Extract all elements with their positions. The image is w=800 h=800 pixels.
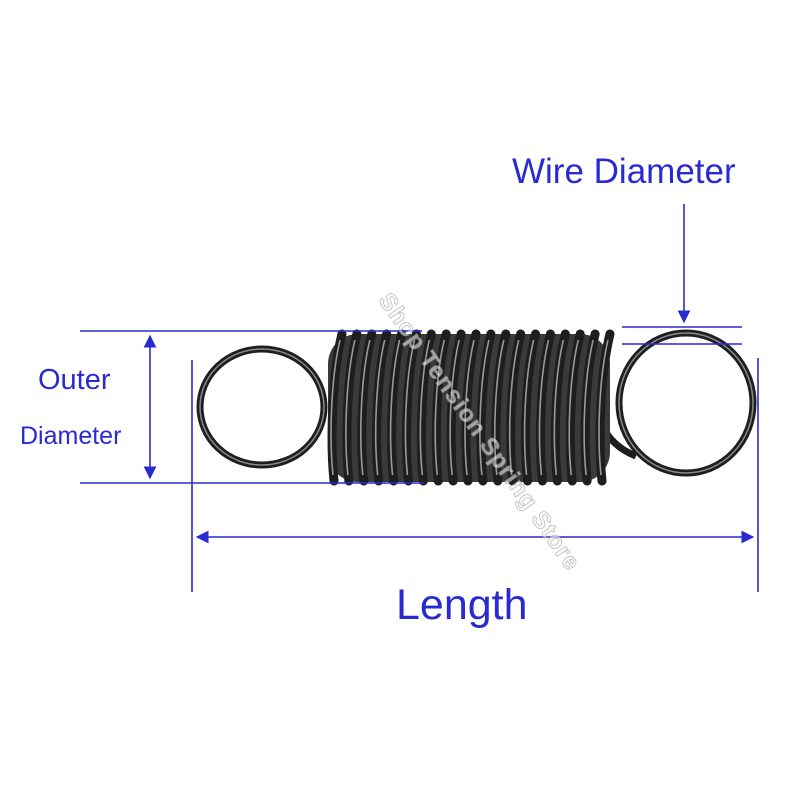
length-label: Length (396, 581, 528, 629)
coil-highlight (494, 339, 505, 476)
coil-highlight (464, 339, 475, 476)
coil-highlight (419, 339, 431, 476)
right-hook-ring-highlight (618, 332, 754, 474)
coil-highlight (330, 339, 341, 476)
coil-highlight (449, 339, 460, 476)
coil-highlight (508, 339, 520, 476)
coil-highlight (479, 339, 490, 476)
outer-diameter-label-line1: Outer (38, 364, 111, 396)
coil-highlight (538, 339, 550, 476)
coil-highlight (568, 339, 580, 476)
coil-highlight (523, 339, 535, 476)
outer-diameter-label-line2: Diameter (20, 422, 122, 450)
coil-highlight (598, 339, 609, 476)
extension-spring (196, 329, 757, 486)
coil-highlight (374, 339, 386, 476)
coil-highlight (345, 339, 356, 476)
coil-highlight (404, 339, 416, 476)
coil-highlight (434, 339, 446, 476)
dimension-annotations (80, 204, 759, 592)
coil-highlight (389, 339, 401, 476)
coil-highlight (360, 339, 371, 476)
left-hook-ring-highlight (199, 348, 325, 466)
wire-diameter-label: Wire Diameter (512, 152, 736, 191)
coil-highlight (583, 339, 594, 476)
coil-highlight (553, 339, 565, 476)
coil-group (327, 329, 615, 486)
